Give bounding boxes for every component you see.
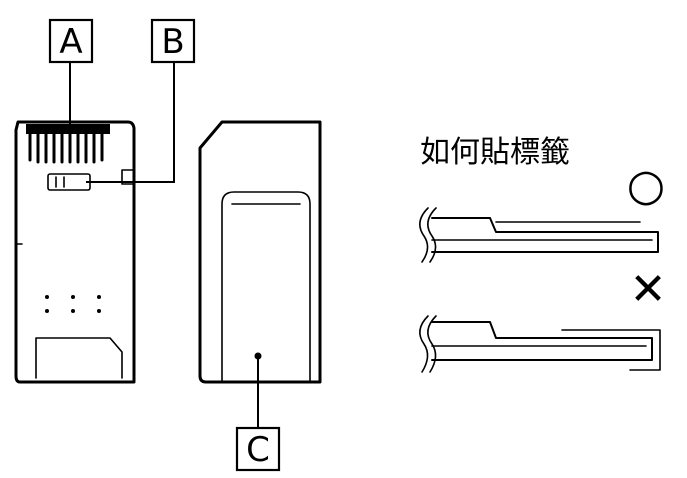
memory-stick-back [14, 120, 136, 384]
correct-example [419, 207, 659, 263]
callout-b: B [86, 18, 196, 183]
callout-c-label: C [246, 430, 270, 470]
label-guide-title: 如何貼標籤 [420, 135, 570, 170]
card-back-outline [14, 120, 136, 384]
callout-a: A [48, 18, 94, 150]
callout-b-label: B [161, 22, 184, 62]
memory-stick-front [198, 120, 322, 384]
incorrect-mark-icon: ✕ [630, 264, 667, 315]
incorrect-example [419, 315, 661, 373]
callout-c: C [235, 352, 281, 472]
card-front-outline [198, 120, 322, 384]
write-protect-switch [47, 173, 91, 191]
guide-dots [45, 295, 101, 313]
correct-mark-icon: ○ [627, 160, 665, 211]
back-recess [35, 337, 123, 379]
label-guide: 如何貼標籤 ○ ✕ [419, 135, 667, 373]
callout-a-label: A [59, 22, 82, 62]
terminal-contacts [26, 124, 110, 164]
label-area [221, 191, 311, 383]
